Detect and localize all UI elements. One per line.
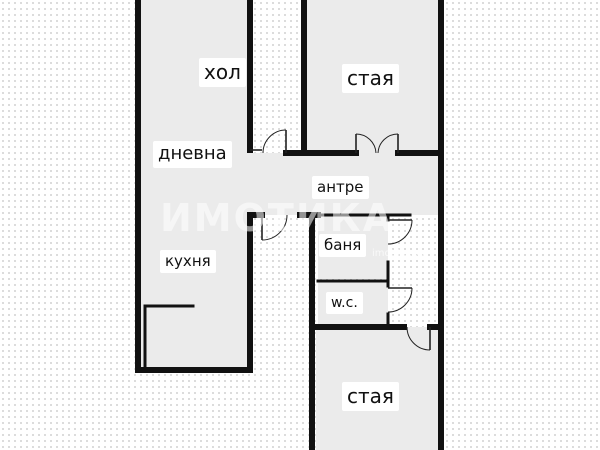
room-label-living: дневна <box>153 141 232 168</box>
room-label-wc: w.c. <box>326 292 363 315</box>
room-label-bedroom-top: стая <box>342 64 399 93</box>
room-label-bathroom: баня <box>319 234 367 258</box>
room-label-bedroom-bottom: стая <box>342 382 399 411</box>
room-label-kitchen: кухня <box>160 250 216 274</box>
room-label-hall: хол <box>199 58 246 87</box>
walls <box>135 0 444 450</box>
doors <box>250 129 431 351</box>
room-label-entrance: антре <box>312 176 369 200</box>
living-area-floor <box>138 0 250 370</box>
